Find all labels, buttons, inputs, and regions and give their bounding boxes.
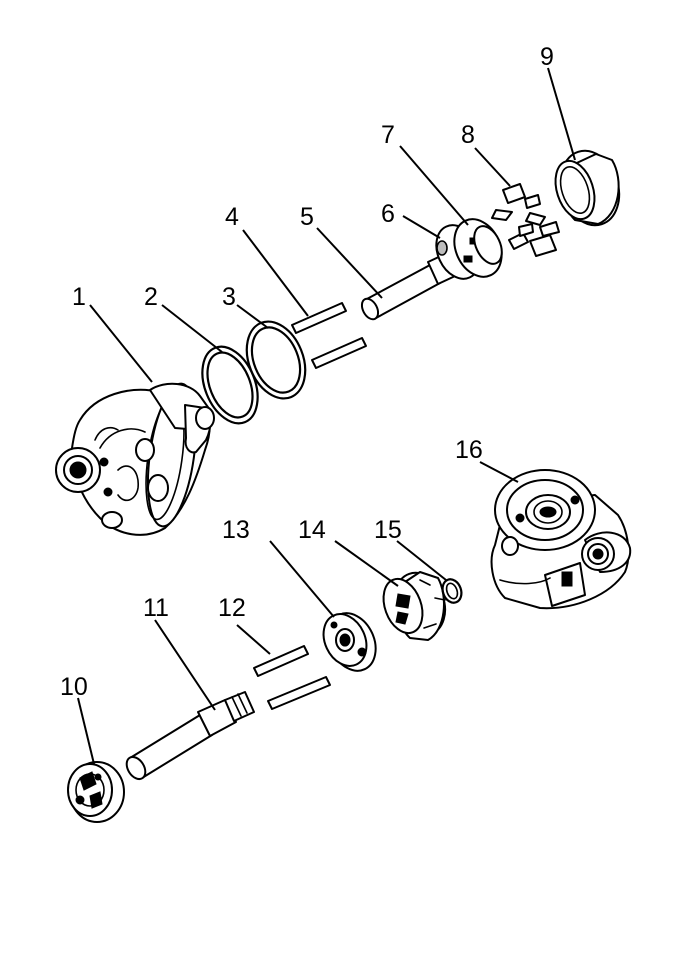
callout-10: 10 xyxy=(60,673,88,701)
part-10-end-plate xyxy=(67,761,125,823)
part-6-7-plate-rotor xyxy=(435,218,503,280)
part-16-pump-body xyxy=(490,469,632,610)
leader-11 xyxy=(154,619,216,711)
callout-6: 6 xyxy=(381,200,395,228)
leader-3 xyxy=(236,304,269,329)
leader-13 xyxy=(269,540,335,618)
leader-8 xyxy=(474,147,511,187)
part-11-drive-shaft xyxy=(125,691,255,781)
leader-5 xyxy=(316,227,383,299)
leader-10 xyxy=(77,697,95,765)
leader-16 xyxy=(479,461,519,483)
callout-7: 7 xyxy=(381,121,395,149)
part-1-housing xyxy=(55,382,215,536)
callout-1: 1 xyxy=(72,283,86,311)
part-8-vanes xyxy=(491,183,560,257)
callout-16: 16 xyxy=(455,436,483,464)
callout-13: 13 xyxy=(222,516,250,544)
leader-12 xyxy=(236,624,271,655)
leader-2 xyxy=(161,304,223,353)
leader-4 xyxy=(242,229,309,317)
callout-4: 4 xyxy=(225,203,239,231)
part-9-cam-ring xyxy=(554,149,621,227)
part-13-thrust-plate xyxy=(322,612,377,672)
callout-9: 9 xyxy=(540,43,554,71)
callout-8: 8 xyxy=(461,121,475,149)
callout-12: 12 xyxy=(218,594,246,622)
callout-11: 11 xyxy=(143,594,169,622)
callout-numbers: 1 2 3 4 5 6 7 8 9 10 11 12 13 14 15 16 xyxy=(60,43,554,701)
leader-7 xyxy=(399,145,469,226)
callout-5: 5 xyxy=(300,203,314,231)
callout-2: 2 xyxy=(144,283,158,311)
part-4-dowel-pins xyxy=(291,302,367,369)
callout-14: 14 xyxy=(298,516,326,544)
part-12-dowel-pins xyxy=(253,645,331,710)
leader-1 xyxy=(89,304,153,383)
part-15-retaining-ring xyxy=(441,578,463,604)
callout-3: 3 xyxy=(222,283,236,311)
leader-14 xyxy=(334,540,399,587)
leader-9 xyxy=(547,67,576,161)
leader-6 xyxy=(402,215,441,239)
leader-lines xyxy=(77,67,576,765)
leader-15 xyxy=(396,540,447,581)
part-14-rotor-gear xyxy=(382,571,447,641)
callout-15: 15 xyxy=(374,516,402,544)
